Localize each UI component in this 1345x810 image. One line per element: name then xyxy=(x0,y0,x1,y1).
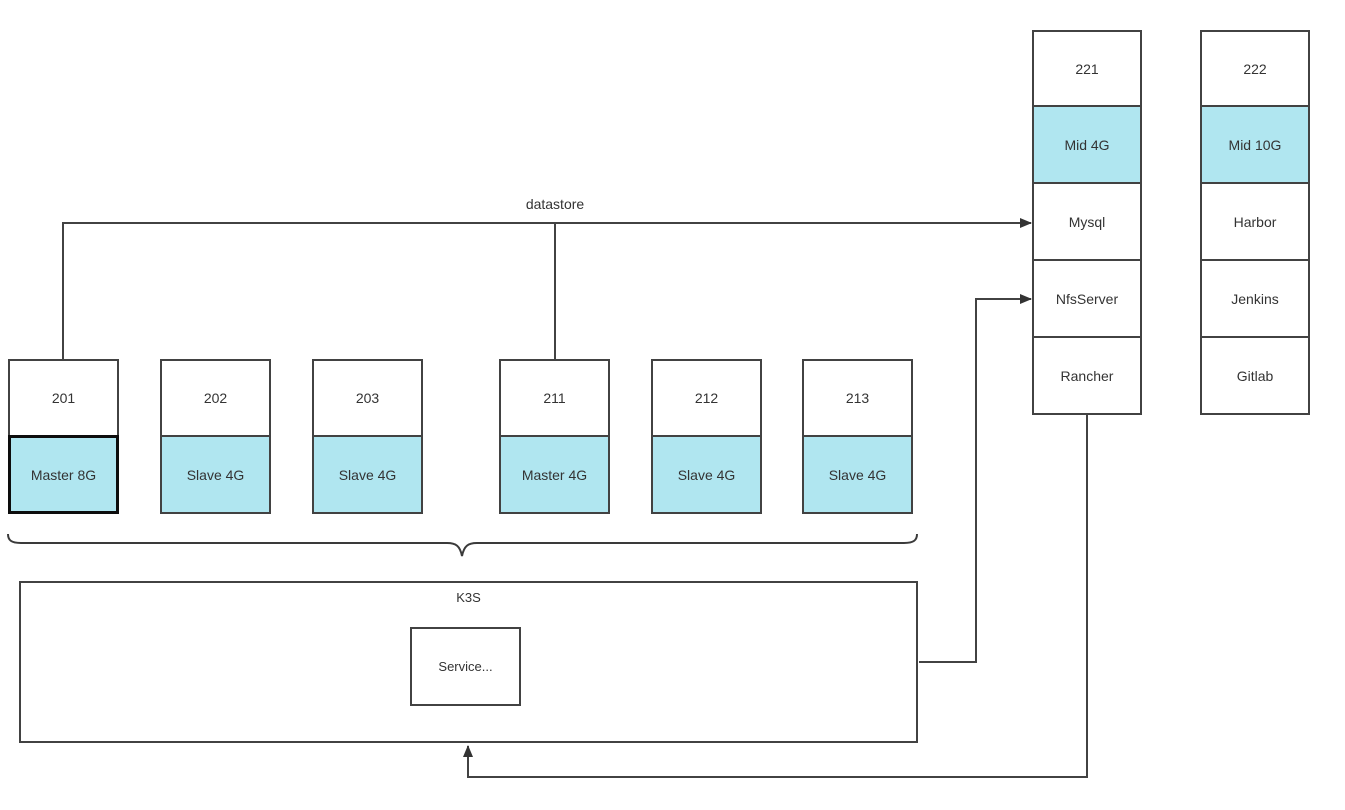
stack-221-rancher-cell[interactable]: Rancher xyxy=(1032,336,1142,415)
node-213-id-cell[interactable]: 213 xyxy=(802,359,913,437)
stack-service-label: NfsServer xyxy=(1055,290,1119,307)
node-id-label: 203 xyxy=(355,390,380,406)
node-202-role-cell[interactable]: Slave 4G xyxy=(160,435,271,514)
stack-222-mid-cell[interactable]: Mid 10G xyxy=(1200,105,1310,184)
stack-221-nfsserver-cell[interactable]: NfsServer xyxy=(1032,259,1142,338)
node-211-id-cell[interactable]: 211 xyxy=(499,359,610,437)
node-id-label: 201 xyxy=(51,390,76,406)
node-201[interactable]: 201 Master 8G xyxy=(8,359,119,514)
node-203[interactable]: 203 Slave 4G xyxy=(312,359,423,514)
node-id-label: 212 xyxy=(694,390,719,406)
node-id-label: 202 xyxy=(203,390,228,406)
stack-221-header-cell[interactable]: 221 xyxy=(1032,30,1142,107)
k3s-cluster-box[interactable]: K3S Service... xyxy=(19,581,918,743)
stack-service-label: Rancher xyxy=(1060,367,1114,384)
node-201-id-cell[interactable]: 201 xyxy=(8,359,119,437)
node-212-id-cell[interactable]: 212 xyxy=(651,359,762,437)
stack-service-label: Mysql xyxy=(1068,213,1106,230)
stack-mid-label: Mid 4G xyxy=(1064,136,1110,153)
node-202[interactable]: 202 Slave 4G xyxy=(160,359,271,514)
node-212-role-cell[interactable]: Slave 4G xyxy=(651,435,762,514)
node-role-label: Master 8G xyxy=(30,466,97,483)
node-id-label: 213 xyxy=(845,390,870,406)
node-role-label: Slave 4G xyxy=(186,466,245,483)
edge-datastore-to-mysql[interactable] xyxy=(62,218,1032,359)
stack-221-mid-cell[interactable]: Mid 4G xyxy=(1032,105,1142,184)
stack-service-label: Gitlab xyxy=(1236,367,1274,384)
node-212[interactable]: 212 Slave 4G xyxy=(651,359,762,514)
k3s-label: K3S xyxy=(456,590,481,605)
node-202-id-cell[interactable]: 202 xyxy=(160,359,271,437)
stack-222-harbor-cell[interactable]: Harbor xyxy=(1200,182,1310,261)
edge-rancher-to-k3s[interactable] xyxy=(463,415,1088,778)
node-role-label: Slave 4G xyxy=(338,466,397,483)
node-203-id-cell[interactable]: 203 xyxy=(312,359,423,437)
node-213[interactable]: 213 Slave 4G xyxy=(802,359,913,514)
node-203-role-cell[interactable]: Slave 4G xyxy=(312,435,423,514)
stack-mid-label: Mid 10G xyxy=(1228,136,1282,153)
node-role-label: Slave 4G xyxy=(677,466,736,483)
stack-service-label: Jenkins xyxy=(1231,290,1279,307)
stack-221[interactable]: 221 Mid 4G Mysql NfsServer Rancher xyxy=(1032,30,1142,415)
node-211[interactable]: 211 Master 4G xyxy=(499,359,610,514)
stack-222-jenkins-cell[interactable]: Jenkins xyxy=(1200,259,1310,338)
service-box[interactable]: Service... xyxy=(410,627,521,706)
edge-k3s-to-nfsserver[interactable] xyxy=(919,294,1032,663)
node-role-label: Slave 4G xyxy=(828,466,887,483)
node-role-label: Master 4G xyxy=(521,466,588,483)
datastore-edge-label[interactable]: datastore xyxy=(505,196,605,212)
node-id-label: 211 xyxy=(543,390,566,406)
stack-service-label: Harbor xyxy=(1233,213,1277,230)
stack-header-label: 222 xyxy=(1243,60,1267,77)
stack-221-mysql-cell[interactable]: Mysql xyxy=(1032,182,1142,261)
stack-222[interactable]: 222 Mid 10G Harbor Jenkins Gitlab xyxy=(1200,30,1310,415)
brace-nodes-to-k3s[interactable] xyxy=(7,533,918,557)
node-213-role-cell[interactable]: Slave 4G xyxy=(802,435,913,514)
stack-header-label: 221 xyxy=(1075,60,1099,77)
node-211-role-cell[interactable]: Master 4G xyxy=(499,435,610,514)
service-label: Service... xyxy=(438,659,493,674)
node-201-role-cell[interactable]: Master 8G xyxy=(8,435,119,514)
stack-222-gitlab-cell[interactable]: Gitlab xyxy=(1200,336,1310,415)
stack-222-header-cell[interactable]: 222 xyxy=(1200,30,1310,107)
